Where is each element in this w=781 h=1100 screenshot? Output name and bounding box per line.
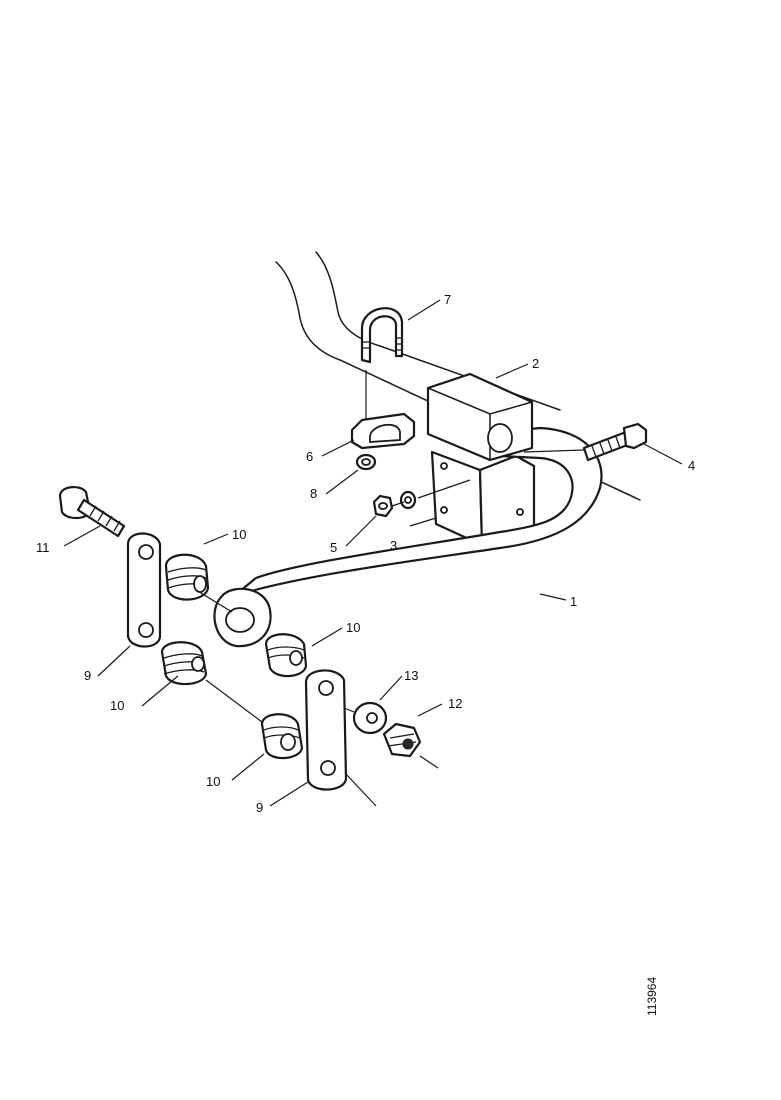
- clamp-part-6: [350, 412, 416, 450]
- callout-10-lower-center: 10: [206, 774, 220, 789]
- callout-10-center: 10: [346, 620, 360, 635]
- callout-13: 13: [404, 668, 418, 683]
- washer-part-13: [352, 701, 388, 735]
- callout-4: 4: [688, 458, 695, 473]
- link-part-9-left: [126, 532, 162, 648]
- callout-6: 6: [306, 449, 313, 464]
- bolt-part-4: [582, 422, 648, 462]
- callout-1: 1: [570, 594, 577, 609]
- link-part-9-right: [304, 669, 348, 791]
- bolt-part-11: [58, 486, 126, 538]
- callout-10-upper-left: 10: [232, 527, 246, 542]
- callout-10-lower-left: 10: [110, 698, 124, 713]
- u-bolt-part-7: [360, 307, 404, 364]
- nut-part-8: [355, 453, 377, 471]
- callout-9-left: 9: [84, 668, 91, 683]
- callout-2: 2: [532, 356, 539, 371]
- lock-nut-part-12: [382, 722, 422, 758]
- callout-3: 3: [390, 538, 397, 553]
- assembly-centerlines: [195, 370, 585, 807]
- callout-9-right: 9: [256, 800, 263, 815]
- rubber-bush-part-10-d: [260, 713, 304, 760]
- rubber-bush-part-2: [426, 372, 534, 462]
- rubber-bush-part-10-a: [164, 553, 210, 601]
- rubber-bush-part-10-c: [160, 641, 208, 686]
- callout-5: 5: [330, 540, 337, 555]
- callout-8: 8: [310, 486, 317, 501]
- callout-7: 7: [444, 292, 451, 307]
- stabilizer-bar-part-1: [213, 426, 603, 648]
- rubber-bush-part-10-b: [264, 633, 308, 678]
- nut-washer-part-5: [372, 490, 417, 518]
- callout-labels: 1 2 3 4 5 6 7 8 9 9 10 10 10 10 11 12 13: [36, 292, 695, 815]
- bracket-part-3: [430, 450, 536, 547]
- callout-12: 12: [448, 696, 462, 711]
- reference-number: 113964: [645, 977, 659, 1016]
- callout-leaders: [63, 299, 683, 807]
- callout-11: 11: [36, 540, 50, 555]
